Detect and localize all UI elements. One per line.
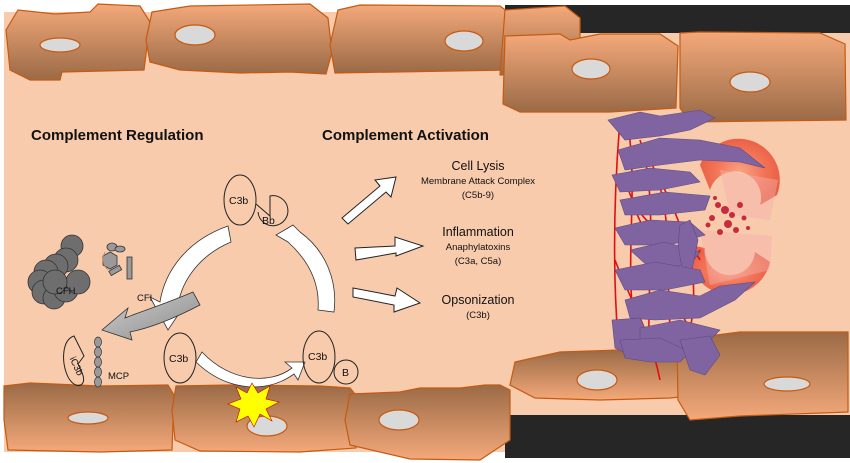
factor-b-label: B [342, 367, 349, 379]
bound-c3b [302, 330, 336, 384]
c3b-factor-b [302, 330, 359, 385]
arrow-opsonization [352, 287, 422, 313]
platelets [607, 109, 766, 376]
outcome-inflammation: Inflammation Anaphylatoxins (C3a, C5a) [442, 225, 514, 267]
red-blood-cell [689, 245, 770, 295]
factor-b [333, 359, 359, 385]
nucleus [174, 24, 216, 46]
convertase-bb-label: Bb [262, 215, 275, 227]
nucleus [576, 369, 618, 391]
arrow-cell-lysis [341, 176, 397, 225]
outcome-opsonization: Opsonization (C3b) [442, 293, 515, 321]
damage-starburst-icon [227, 382, 280, 428]
heading-complement-regulation: Complement Regulation [31, 127, 204, 144]
nucleus [39, 37, 81, 53]
outcome-cell-lysis: Cell Lysis Membrane Attack Complex (C5b-… [421, 159, 535, 201]
outcome-title: Inflammation [442, 225, 514, 239]
convertase-bb [255, 195, 289, 227]
outcome-line2: (C5b-9) [462, 190, 494, 201]
arrow-inflammation [354, 236, 425, 261]
endothelial-cell [145, 3, 333, 75]
c3-convertase [223, 174, 289, 227]
regulation-arrow [101, 291, 201, 341]
platelet [619, 337, 691, 363]
outcome-line1: (C3b) [466, 310, 490, 321]
nucleus [571, 58, 611, 80]
nucleus [729, 71, 771, 93]
red-blood-cells [689, 138, 780, 295]
nucleus [67, 411, 109, 425]
platelet [619, 191, 711, 216]
platelet [617, 137, 766, 171]
mcp-protein [94, 336, 102, 388]
nucleus [444, 30, 484, 52]
heading-complement-activation: Complement Activation [322, 127, 489, 144]
cfi-protein [102, 242, 133, 280]
platelet [607, 109, 716, 141]
cycle-arrow-bottom [195, 351, 306, 388]
outcome-title: Cell Lysis [451, 159, 504, 173]
outcome-arrows [341, 176, 425, 313]
outcome-title: Opsonization [442, 293, 515, 307]
ic3b-fragment [63, 335, 85, 386]
endothelium-top [5, 3, 847, 123]
convertase-c3b-label: C3b [229, 195, 248, 207]
platelet [614, 261, 706, 291]
cycle-arrow-right [275, 224, 336, 313]
bound-c3b-label: C3b [308, 351, 327, 363]
nucleus [763, 376, 811, 392]
endothelium-bottom [3, 331, 849, 461]
outcome-line2: (C3a, C5a) [455, 256, 501, 267]
mcp-label: MCP [108, 371, 129, 382]
outcome-line1: Membrane Attack Complex [421, 176, 535, 187]
platelet [611, 167, 701, 193]
free-c3b-label: C3b [169, 353, 188, 365]
convertase-c3b [223, 174, 257, 226]
free-c3b [163, 332, 197, 384]
cfh-label: CFH [56, 286, 76, 297]
nucleus [378, 409, 420, 431]
cfi-label: CFI [137, 293, 152, 304]
platelet [624, 281, 756, 321]
cfh-protein [27, 234, 91, 310]
endothelial-cell [344, 384, 511, 461]
platelet [679, 335, 721, 376]
outcome-line1: Anaphylatoxins [446, 242, 511, 253]
